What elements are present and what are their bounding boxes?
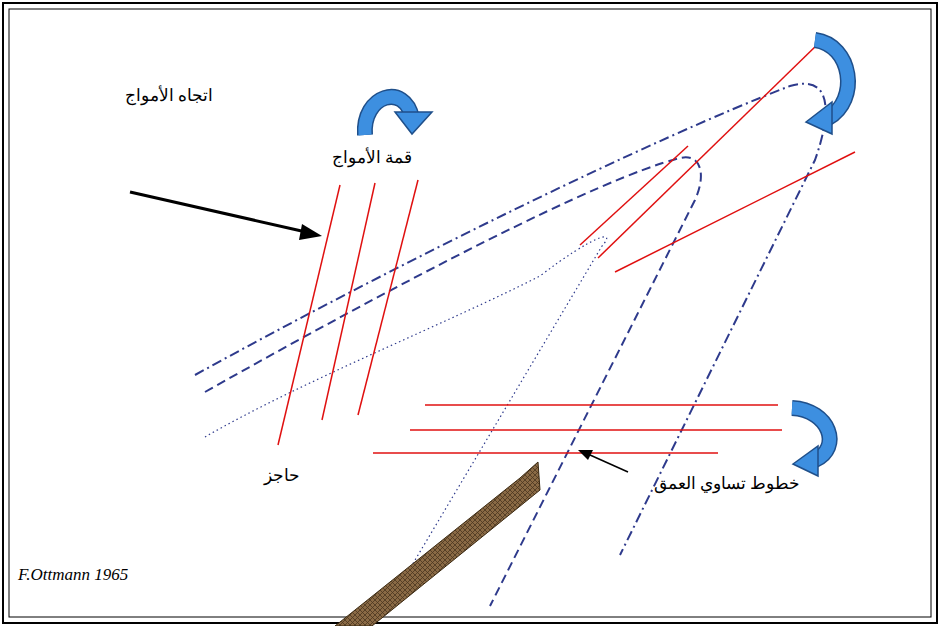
wave-crest-label: قمة الأمواج bbox=[332, 148, 412, 168]
breakwater-label: حاجز bbox=[264, 466, 300, 486]
source-credit: F.Ottmann 1965 bbox=[18, 565, 128, 585]
depth-contours bbox=[195, 84, 826, 606]
depth-contour bbox=[205, 237, 607, 582]
rotation-arrows bbox=[365, 40, 848, 476]
wave-direction-label: اتجاه الأمواج bbox=[125, 86, 213, 106]
wave-crests bbox=[278, 42, 855, 453]
leader-arrows bbox=[130, 192, 628, 472]
depth-contour-label: خطوط تساوي العمق bbox=[654, 474, 801, 494]
depth-contour bbox=[195, 84, 826, 555]
breakwater bbox=[335, 462, 540, 626]
